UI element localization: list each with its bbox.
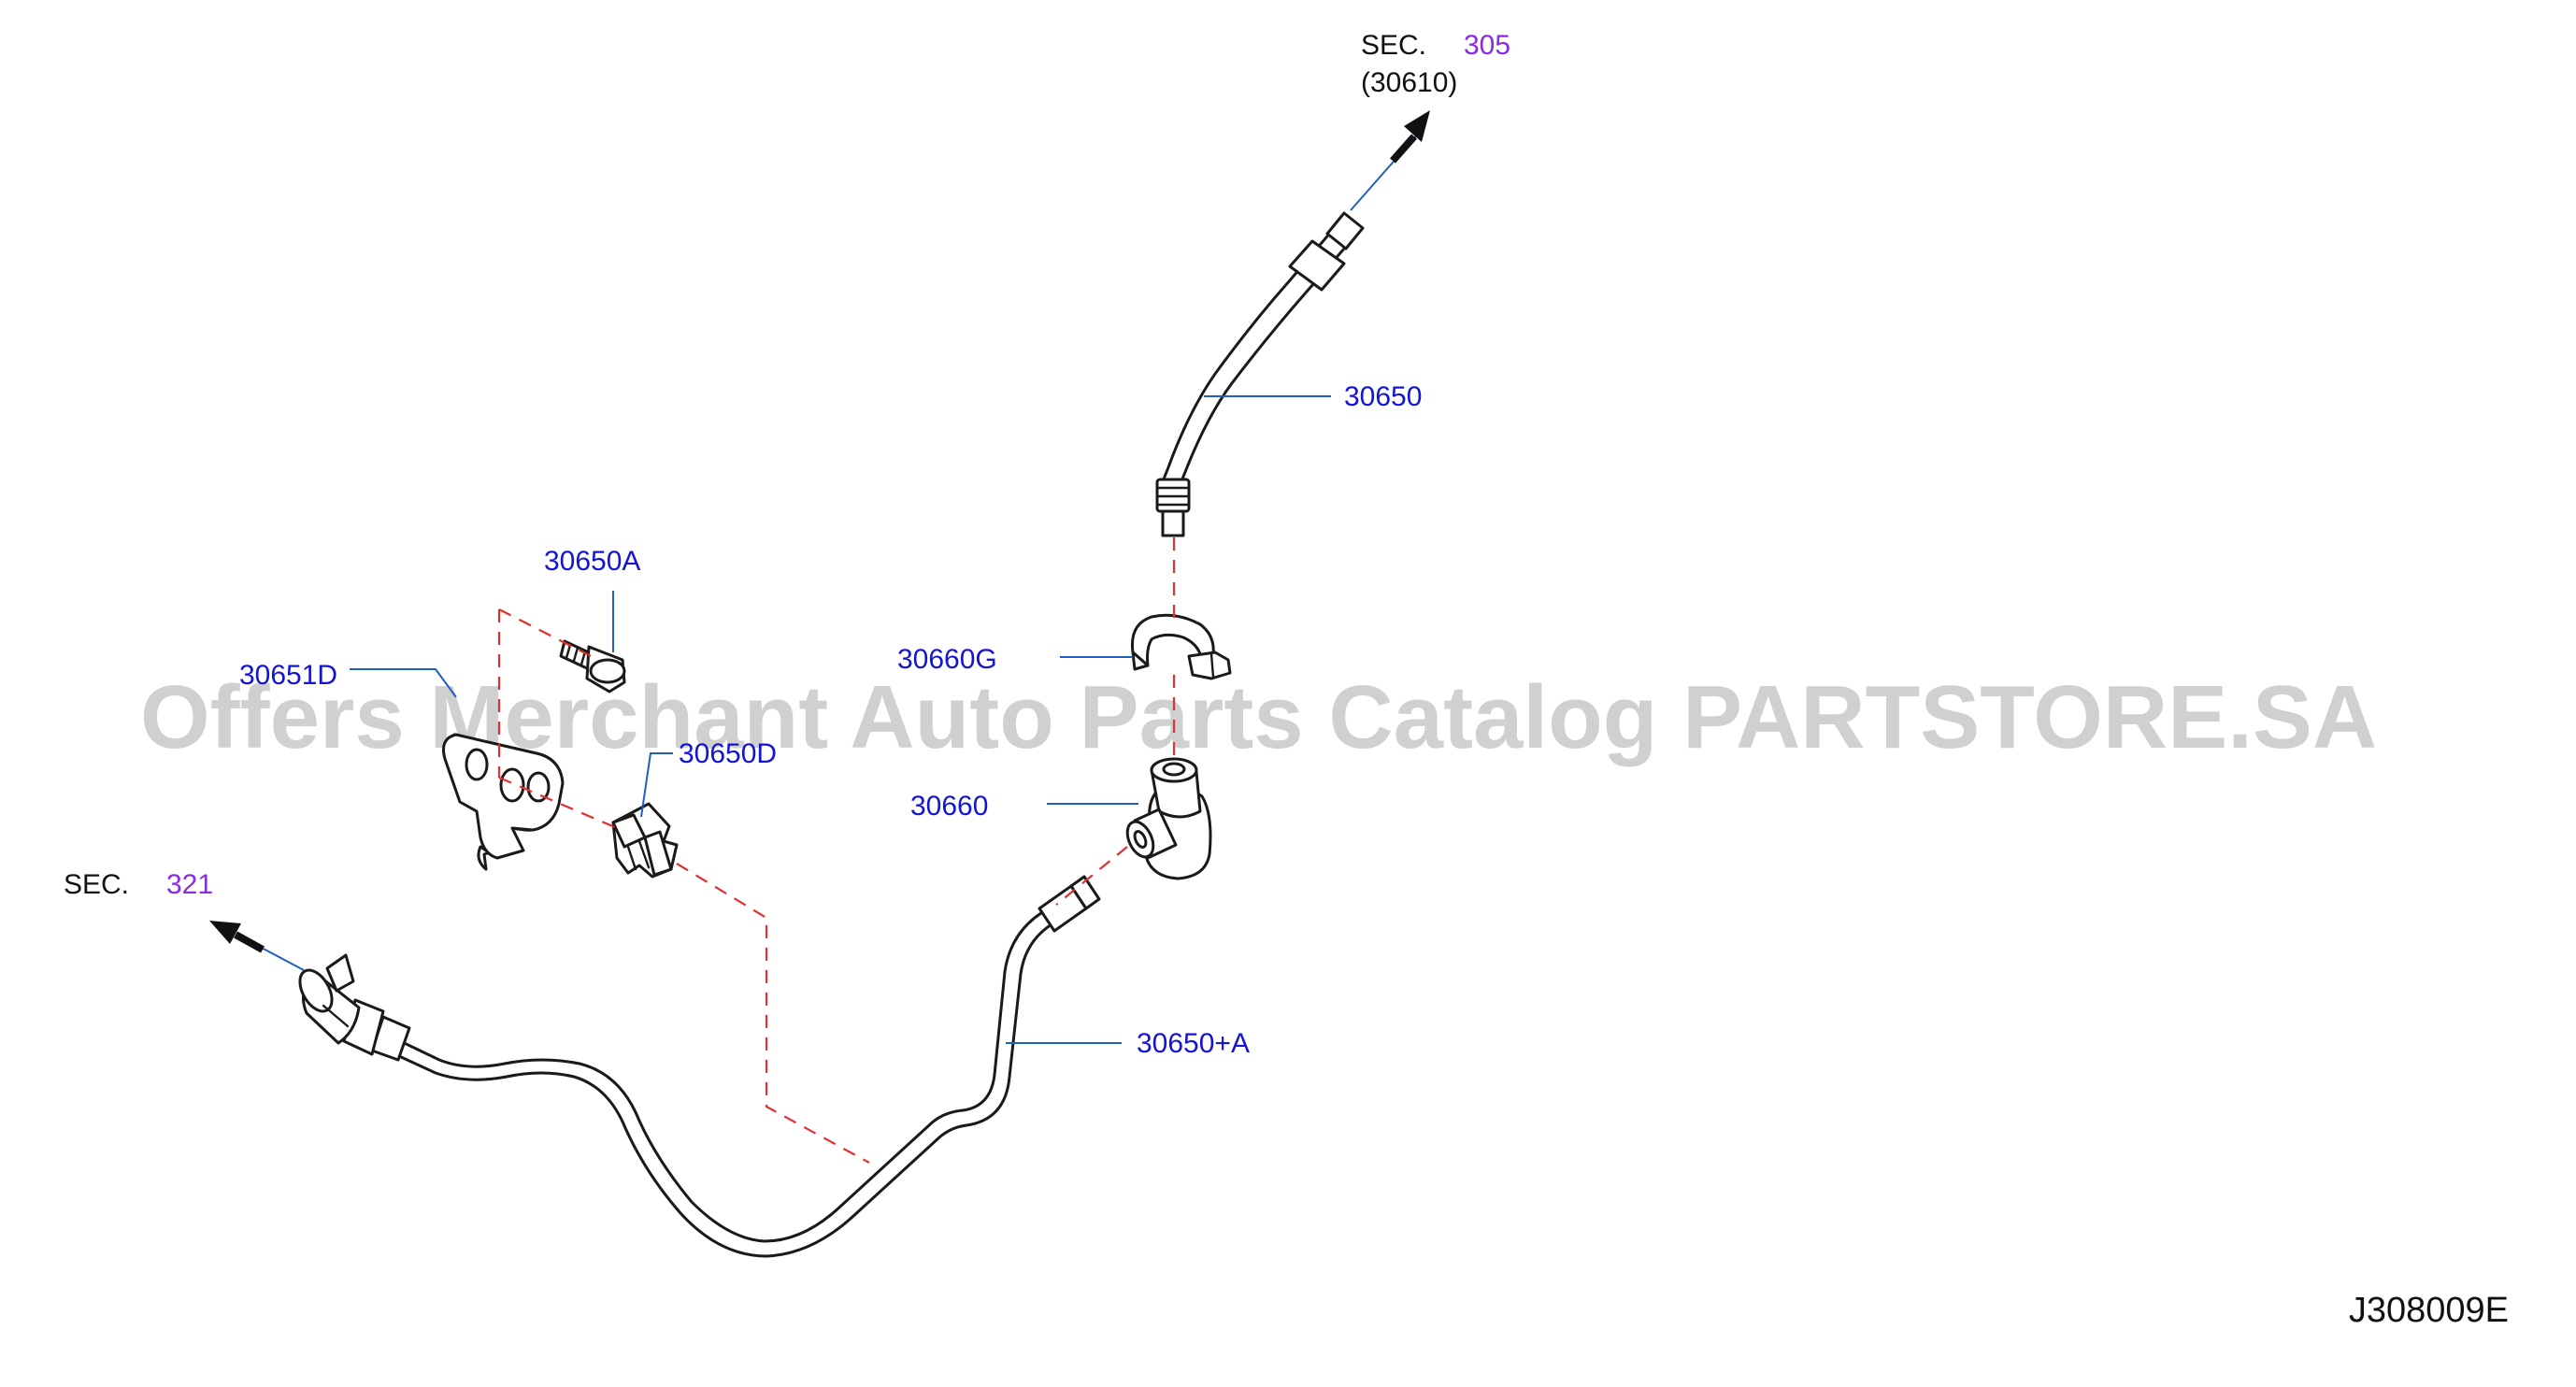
label-30650a[interactable]: 30650A <box>544 546 640 577</box>
section-ref-305[interactable]: SEC. 305 (30610) <box>1361 30 1510 98</box>
label-30650[interactable]: 30650 <box>1344 381 1422 412</box>
leader-lines <box>350 395 1331 1044</box>
diagram-code: J308009E <box>2349 1291 2509 1330</box>
bracket-30651d[interactable] <box>442 733 565 871</box>
clamp-30660g[interactable] <box>1130 613 1232 680</box>
upper-hose[interactable] <box>1155 211 1365 537</box>
lower-hose[interactable] <box>293 875 1101 1258</box>
label-30651d[interactable]: 30651D <box>239 660 337 691</box>
bolt-30650a[interactable] <box>559 639 626 694</box>
arrow-to-sec-321-icon <box>209 921 305 971</box>
arrow-to-sec-305-icon <box>1350 110 1430 211</box>
assembly-lines <box>497 537 1176 1164</box>
svg-text:SEC.: SEC. <box>1361 30 1426 61</box>
svg-text:305: 305 <box>1464 30 1510 61</box>
svg-text:(30610): (30610) <box>1361 67 1457 98</box>
label-30650d[interactable]: 30650D <box>679 738 777 769</box>
valve-30660[interactable] <box>1123 757 1212 880</box>
svg-text:321: 321 <box>166 869 213 900</box>
svg-text:SEC.: SEC. <box>64 869 129 900</box>
clip-30650d[interactable] <box>611 802 679 879</box>
label-30660g[interactable]: 30660G <box>897 644 997 675</box>
label-30650-a[interactable]: 30650+A <box>1137 1028 1250 1059</box>
section-ref-321[interactable]: SEC. 321 <box>64 869 213 900</box>
label-30660[interactable]: 30660 <box>910 791 988 822</box>
